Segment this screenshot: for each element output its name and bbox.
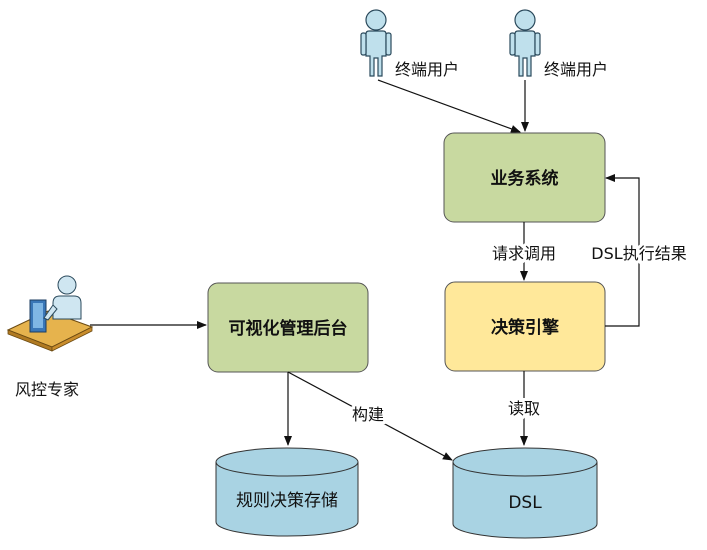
edge-label-build: 构建 bbox=[352, 405, 384, 424]
edge-admin-to-dsl bbox=[287, 371, 453, 461]
edge-label-read: 读取 bbox=[508, 399, 540, 418]
edge-user-left-to-business bbox=[377, 79, 521, 133]
end-user-icon-left bbox=[360, 9, 392, 77]
rules-storage-label: 规则决策存储 bbox=[236, 491, 338, 511]
end-user-label-right: 终端用户 bbox=[544, 60, 608, 79]
end-user-icon-right bbox=[509, 9, 541, 77]
admin-console-label: 可视化管理后台 bbox=[229, 318, 348, 339]
dsl-database[interactable] bbox=[452, 447, 598, 539]
dsl-label: DSL bbox=[508, 493, 542, 513]
end-user-label-left: 终端用户 bbox=[395, 60, 459, 79]
business-system-label: 业务系统 bbox=[491, 168, 559, 189]
edge-label-request: 请求调用 bbox=[492, 244, 556, 263]
decision-engine-label: 决策引擎 bbox=[491, 317, 560, 338]
risk-expert-label: 风控专家 bbox=[15, 380, 79, 399]
edge-engine-to-business-result bbox=[605, 174, 640, 327]
rules-storage-database[interactable] bbox=[215, 447, 359, 537]
edge-label-result: DSL执行结果 bbox=[591, 244, 686, 263]
risk-expert-icon bbox=[6, 275, 94, 352]
